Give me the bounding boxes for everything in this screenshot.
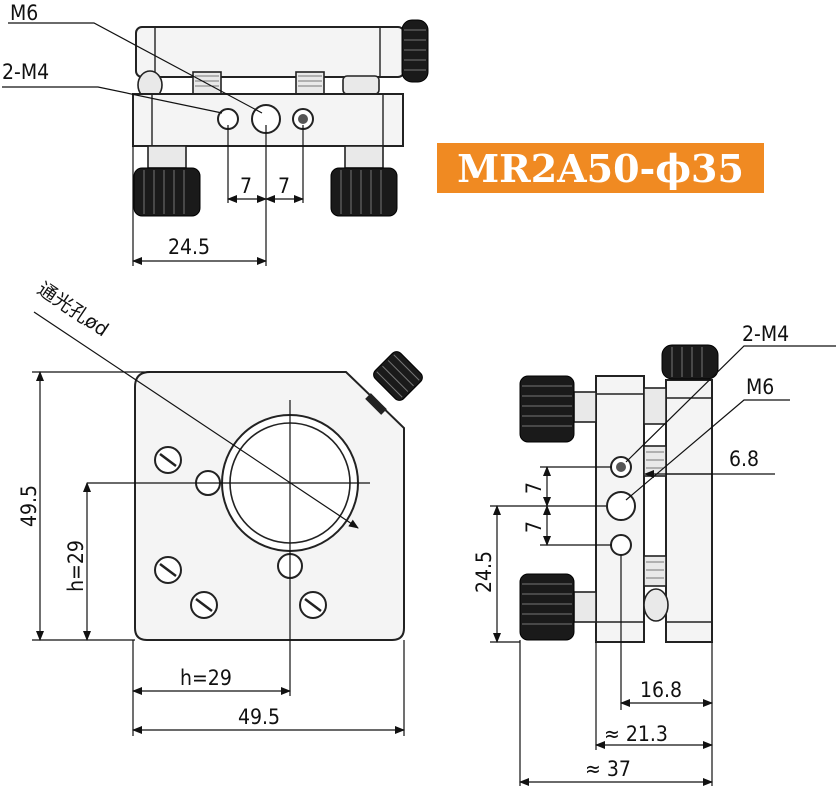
side-dim-6-8: 6.8 [729, 447, 759, 471]
model-label: MR2A50-ϕ35 [457, 145, 744, 191]
adjuster-knob-top [401, 19, 429, 83]
m4-leader [2, 86, 223, 114]
side-top-plate [665, 379, 713, 643]
screw-2 [154, 556, 182, 584]
top-dim-24-5: 24.5 [168, 235, 210, 259]
front-dim-h29-vertical: h=29 [64, 540, 88, 592]
knurled-knob-right [330, 167, 398, 217]
side-dim-24-5: 24.5 [472, 551, 496, 593]
side-m4-hole-bottom [610, 534, 632, 556]
side-dim-16-8: 16.8 [640, 678, 682, 702]
front-dim-h29-horizontal: h=29 [180, 666, 232, 690]
spring-right [295, 71, 325, 95]
model-badge: MR2A50-ϕ35 [437, 143, 764, 193]
front-dim-49-5-width: 49.5 [238, 705, 280, 729]
side-knurled-knob-bottom [519, 573, 575, 641]
top-dim-7a: 7 [240, 174, 252, 198]
adjuster-knob-front [365, 351, 423, 415]
knurled-knob-left [133, 167, 201, 217]
side-m6-label: M6 [746, 375, 774, 399]
side-2m4-label: 2-M4 [742, 322, 789, 346]
top-m6-label: M6 [10, 1, 38, 25]
side-view: 2-M4 M6 6.8 7 7 24.5 16.8 ≈ 21.3 ≈ 37 [472, 322, 836, 786]
side-dim-7b: 7 [522, 521, 546, 533]
screw-1 [154, 446, 182, 474]
top-view: M6 2-M4 7 7 24.5 [2, 1, 429, 266]
side-dim-21-3: ≈ 21.3 [604, 722, 668, 746]
screw-4 [299, 591, 327, 619]
side-dim-37: ≈ 37 [585, 757, 631, 781]
side-knurled-knob-top [519, 375, 575, 443]
side-dim-7a: 7 [522, 482, 546, 494]
front-view: 通光孔ød 49.5 h=29 h=29 49.5 [17, 278, 423, 736]
screw-3 [190, 591, 218, 619]
side-adjuster-knob [661, 344, 719, 380]
m6-leader [8, 22, 263, 114]
top-2m4-label: 2-M4 [2, 60, 49, 84]
top-plate [135, 26, 405, 78]
top-dim-7b: 7 [278, 174, 290, 198]
aperture-label: 通光孔ød [33, 278, 112, 341]
front-dim-49-5-height: 49.5 [17, 485, 41, 527]
